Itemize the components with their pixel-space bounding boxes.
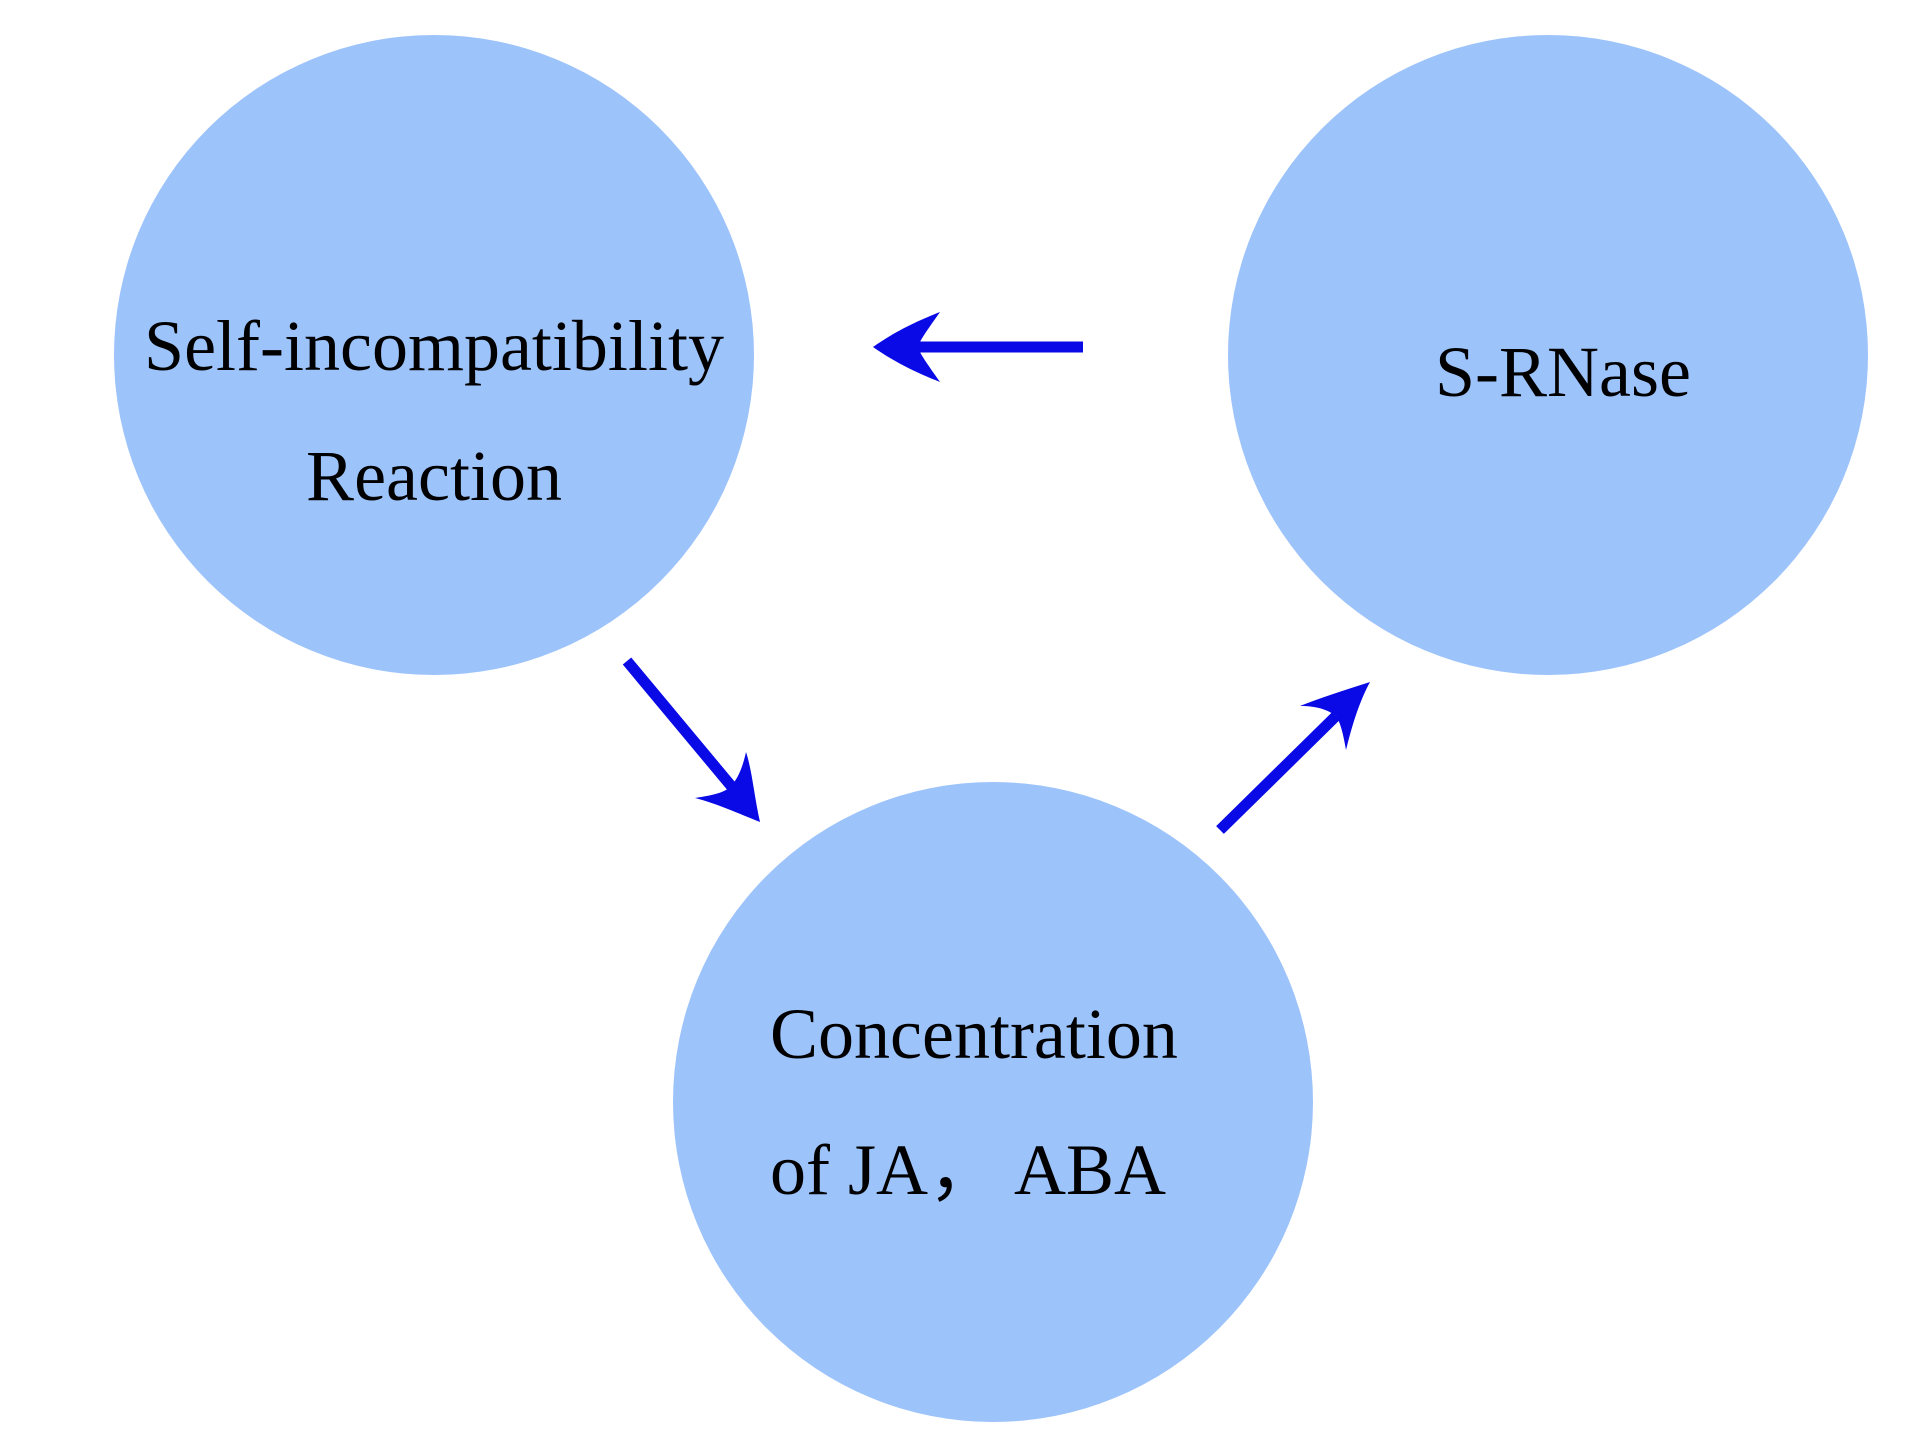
node-self-incompatibility-label-line1: Self-incompatibility <box>144 306 724 386</box>
arrow-self-incompatibility-to-concentration-shaft <box>622 657 737 791</box>
arrow-down-right-icon <box>695 752 760 822</box>
node-s-rnase: S-RNase <box>1228 35 1868 675</box>
node-concentration: Concentration of JA， ABA <box>673 782 1313 1422</box>
node-self-incompatibility-label-line2: Reaction <box>306 436 562 516</box>
arrow-self-incompatibility-to-concentration <box>622 657 760 822</box>
arrow-concentration-to-srnase <box>1216 682 1370 834</box>
node-concentration-label-line2: of JA， ABA <box>770 1130 1166 1210</box>
arrow-srnase-to-self-incompatibility <box>873 312 1083 382</box>
node-self-incompatibility: Self-incompatibility Reaction <box>114 35 754 675</box>
node-self-incompatibility-circle <box>114 35 754 675</box>
arrow-left-icon <box>873 312 940 382</box>
node-concentration-label-line1: Concentration <box>770 994 1178 1074</box>
node-s-rnase-label: S-RNase <box>1435 332 1691 412</box>
node-concentration-circle <box>673 782 1313 1422</box>
node-s-rnase-circle <box>1228 35 1868 675</box>
arrow-up-right-icon <box>1300 682 1370 750</box>
arrow-concentration-to-srnase-shaft <box>1216 712 1340 834</box>
